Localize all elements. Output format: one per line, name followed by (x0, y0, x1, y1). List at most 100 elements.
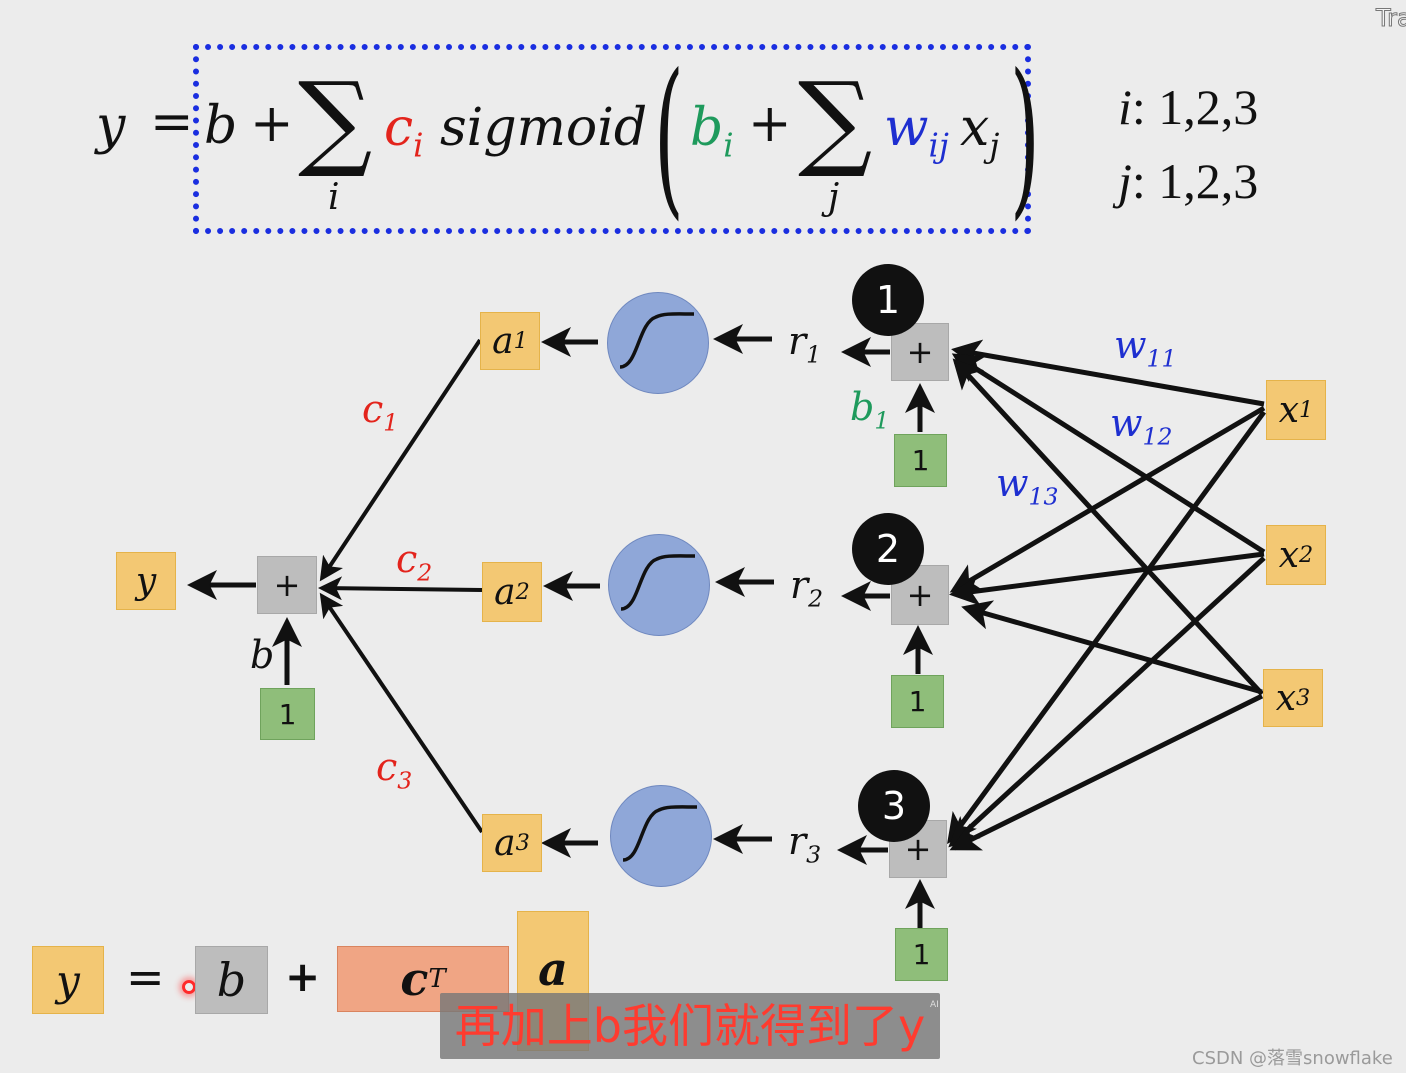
c-subscript: 1 (383, 408, 399, 437)
formula-highlight-box (193, 44, 1031, 234)
a-symbol: a (494, 822, 516, 864)
x-symbol: x (960, 98, 990, 158)
b-i-subscript: i (723, 126, 734, 165)
output-y-node: y (116, 552, 176, 610)
formula-equals: = (150, 92, 194, 152)
sigmoid-node-1 (607, 292, 709, 394)
c-symbol: c (376, 745, 398, 789)
r-symbol: r (790, 563, 809, 607)
vec-equals: = (126, 950, 165, 1004)
x-symbol: x (1275, 677, 1297, 719)
edge-w11 (951, 339, 1265, 407)
c-subscript: i (413, 126, 424, 165)
x-subscript: 1 (1299, 397, 1314, 423)
index-values: : 1,2,3 (1131, 79, 1259, 135)
w-symbol: w (1110, 401, 1143, 445)
x-symbol: x (1278, 534, 1300, 576)
index-var: j (1118, 153, 1132, 209)
formula-w-ij: wij (884, 102, 949, 162)
edge-w31 (947, 410, 1267, 845)
edge-w21 (949, 405, 1266, 593)
pointer-cursor-dot (182, 980, 196, 994)
w12-label: w12 (1110, 404, 1173, 449)
c3-label: c3 (376, 748, 412, 793)
bias-input-2: 1 (891, 675, 944, 728)
w11-label: w11 (1114, 326, 1177, 371)
edge-c2 (318, 576, 483, 601)
edge-w23 (961, 600, 1263, 695)
output-bias-label: b (250, 633, 275, 677)
index-range-i: i: 1,2,3 (1118, 78, 1258, 136)
neuron-badge-3: 3 (858, 770, 930, 842)
subtitle-ai-badge: AI (930, 1000, 939, 1010)
r-subscript: 2 (808, 584, 824, 613)
w-subscript: ij (928, 126, 949, 165)
right-paren: ) (1010, 38, 1040, 236)
sigmoid-curve-icon (619, 312, 695, 369)
x-subscript: 2 (1299, 542, 1314, 568)
formula-b: b (204, 96, 238, 156)
sum-symbol-j: ∑ (798, 59, 873, 181)
sum-symbol-i: ∑ (298, 59, 373, 181)
index-values: : 1,2,3 (1131, 153, 1259, 209)
neuron-badge-2: 2 (852, 513, 924, 585)
r1-label: r1 (788, 322, 821, 367)
sigmoid-curve-icon (620, 554, 696, 611)
r-subscript: 3 (806, 840, 822, 869)
output-bias-input: 1 (260, 688, 315, 740)
w-subscript: 13 (1028, 482, 1059, 511)
c-symbol: c (400, 952, 429, 1006)
b-symbol: b (850, 385, 875, 429)
r-symbol: r (788, 819, 807, 863)
edge-w13 (952, 358, 1264, 696)
c2-label: c2 (396, 540, 432, 585)
sigmoid-node-3 (610, 785, 712, 887)
x-symbol: x (1278, 389, 1300, 431)
edge-c3 (319, 592, 484, 834)
edge-w33 (949, 693, 1264, 851)
formula-plus-2: + (748, 94, 792, 154)
formula-sigmoid: sigmoid (440, 98, 648, 158)
bias-input-3: 1 (895, 928, 948, 981)
left-paren: ( (654, 38, 684, 236)
index-range-j: j: 1,2,3 (1118, 152, 1258, 210)
w13-label: w13 (996, 464, 1059, 509)
x-subscript: j (989, 126, 1000, 165)
b1-label: b1 (850, 388, 889, 433)
b-subscript: 1 (874, 406, 890, 435)
c-subscript: 2 (417, 558, 433, 587)
a-symbol: a (538, 942, 568, 996)
vec-plus: + (285, 952, 321, 1001)
edge-w32 (948, 556, 1266, 848)
watermark: CSDN @落雪snowflake (1192, 1048, 1393, 1069)
a-subscript: 1 (513, 328, 528, 354)
c-symbol: c (396, 537, 418, 581)
output-sum-node: + (257, 556, 317, 614)
r-subscript: 1 (806, 340, 822, 369)
r2-label: r2 (790, 566, 823, 611)
sum-index-i: i (328, 177, 340, 218)
formula-b-i: bi (690, 102, 734, 162)
x-subscript: 3 (1296, 685, 1311, 711)
edge-c1 (319, 338, 482, 582)
sigmoid-curve-icon (622, 805, 698, 862)
hidden-sum-node-2: + (891, 565, 949, 625)
r3-label: r3 (788, 822, 821, 867)
b-i-symbol: b (690, 98, 724, 158)
c-subscript: 3 (397, 766, 413, 795)
vec-y-box: y (32, 946, 104, 1014)
c-symbol: c (362, 387, 384, 431)
video-subtitle: 再加上b我们就得到了y (440, 993, 940, 1059)
corner-overlay-text: Tra (1376, 4, 1406, 33)
r-symbol: r (788, 319, 807, 363)
a-symbol: a (492, 320, 514, 362)
a-subscript: 2 (515, 579, 530, 605)
transpose-superscript: T (428, 964, 446, 994)
